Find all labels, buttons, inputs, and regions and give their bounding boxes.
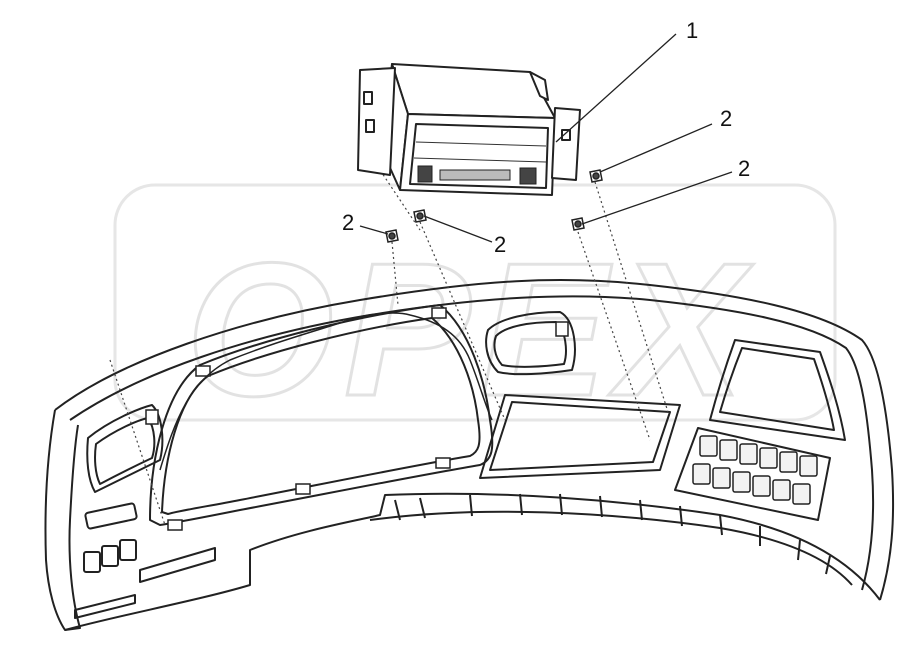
callout-label-bolt-d: 2 (342, 210, 354, 235)
bolt-c (413, 209, 427, 223)
dashboard-outer-top (54, 279, 895, 601)
switch-button (779, 451, 798, 473)
radio-vent-line (415, 141, 547, 147)
dash-clip (555, 321, 569, 337)
radio-bracket-left (357, 67, 396, 176)
callout-label-bolt-c: 2 (494, 232, 506, 257)
guide-line (594, 181, 669, 413)
switch-button (699, 435, 718, 457)
right-switch-grid (692, 435, 818, 505)
leader-bolt-d (359, 225, 389, 235)
watermark-text: OPEX (186, 224, 754, 436)
center-vent-inner (493, 321, 567, 368)
switch-button (799, 455, 818, 477)
bolts (385, 169, 603, 243)
radio-recess-panel (479, 394, 681, 479)
right-display-inner (719, 347, 835, 431)
radio-recess-inner (489, 401, 671, 471)
switch-button (692, 463, 711, 485)
radio-front-detail (413, 141, 547, 185)
left-switch-2 (101, 545, 119, 567)
callout-label-part-1: 1 (686, 18, 698, 43)
dash-clips (145, 307, 569, 531)
bolt-b (571, 217, 585, 231)
leader-bolt-c (423, 215, 493, 243)
guide-line (109, 359, 166, 526)
switch-button (759, 447, 778, 469)
dash-clip (195, 365, 211, 377)
left-bottom-trim (74, 594, 136, 619)
right-switch-panel (674, 427, 831, 521)
dash-clip (167, 519, 183, 531)
dash-clip (295, 483, 311, 495)
guide-line (419, 221, 506, 421)
guide-line (391, 241, 399, 306)
dash-clip (145, 409, 159, 425)
left-switch-1 (83, 551, 101, 573)
callout-label-bolt-b: 2 (738, 156, 750, 181)
switch-button (772, 479, 791, 501)
dashboard-bottom-edge-inner (369, 510, 853, 586)
dash-clip (435, 457, 451, 469)
left-switch-3 (119, 539, 137, 561)
wiring-harness (159, 312, 493, 471)
bolt-d (385, 229, 399, 243)
assembly-guides (109, 157, 669, 526)
center-vent-opening (485, 311, 576, 376)
radio-vent-line (413, 157, 547, 163)
bracket-hole (561, 129, 571, 141)
dashboard-left-end (44, 409, 81, 631)
left-slot (84, 502, 138, 530)
bracket-hole (363, 91, 373, 105)
dashboard-bottom-strip (394, 493, 831, 575)
radio-display (439, 169, 511, 181)
guide-line (577, 231, 651, 441)
leader-lines (359, 33, 733, 243)
callout-label-bolt-a: 2 (720, 106, 732, 131)
dashboard-bottom-edge (64, 492, 881, 631)
dashboard-outer-top-inner (69, 295, 875, 591)
bracket-hole (365, 119, 375, 133)
leader-bolt-a (599, 123, 713, 173)
dash-clip (431, 307, 447, 319)
radio-knob-left (417, 165, 433, 183)
right-display-opening (709, 339, 846, 441)
leader-part-1 (555, 33, 677, 143)
leader-bolt-b (581, 171, 733, 225)
switch-button (739, 443, 758, 465)
radio-knob-right (519, 167, 537, 185)
switch-button (752, 475, 771, 497)
left-vent-inner (94, 417, 156, 485)
left-lower-trim (139, 547, 216, 583)
radio-bracket-right (551, 107, 581, 181)
switch-button (792, 483, 811, 505)
switch-button (732, 471, 751, 493)
watermark: OPEX (113, 183, 837, 438)
switch-button (719, 439, 738, 461)
switch-button (712, 467, 731, 489)
radio-top-tab (529, 71, 549, 101)
left-vent-opening (86, 404, 164, 493)
bolt-a (589, 169, 603, 183)
